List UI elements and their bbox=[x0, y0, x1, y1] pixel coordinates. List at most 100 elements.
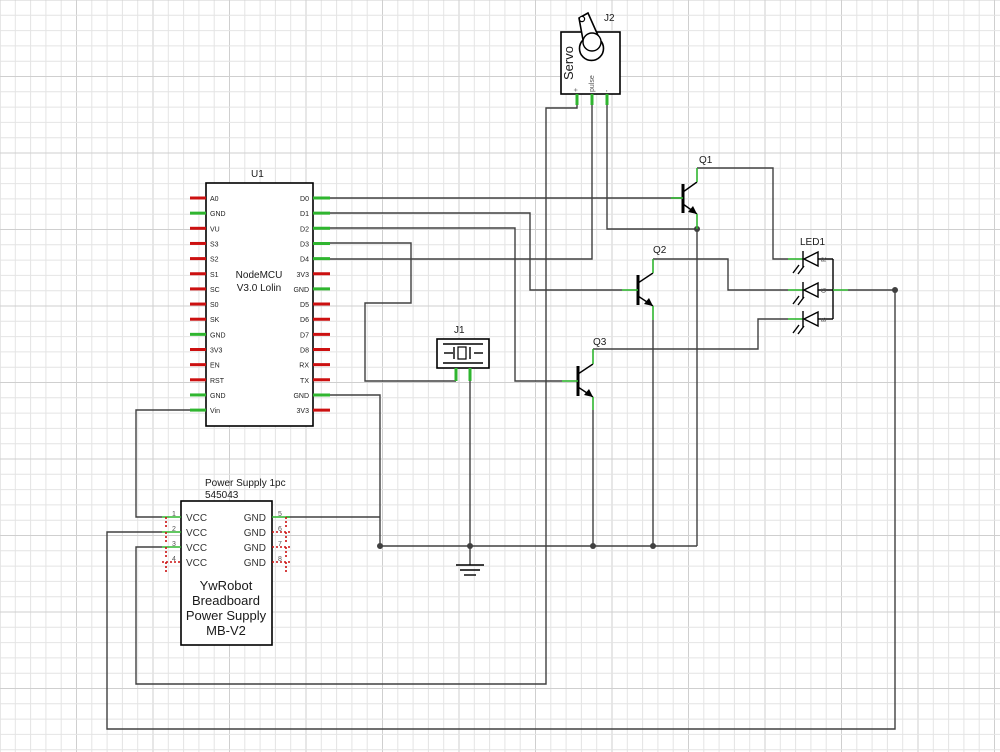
psu-pin-left-label: VCC bbox=[186, 543, 207, 554]
q1-ref: Q1 bbox=[699, 155, 713, 166]
wire-d1-q2[interactable] bbox=[330, 212, 622, 291]
u1-pin-left-label: S0 bbox=[210, 302, 219, 309]
led1-ref: LED1 bbox=[800, 237, 825, 248]
led-emission-icon bbox=[797, 325, 805, 335]
psu-pin-right-number: 7 bbox=[278, 541, 282, 548]
led-emission-icon bbox=[792, 295, 800, 305]
led-r-label: R bbox=[821, 257, 828, 262]
psu-pin-right-label: GND bbox=[244, 558, 266, 569]
wire-q3-led-b[interactable] bbox=[593, 318, 788, 350]
psu-pin-right-number: 5 bbox=[278, 511, 282, 518]
q3-collector-leg bbox=[577, 363, 594, 375]
wire-d2-q3[interactable] bbox=[330, 227, 562, 382]
j1-ref: J1 bbox=[454, 325, 465, 336]
psu-body-line4: MB-V2 bbox=[206, 623, 246, 638]
led-emission-icon bbox=[792, 264, 800, 274]
u1-pin-right-label: D7 bbox=[300, 332, 309, 339]
psu-pin-left-label: VCC bbox=[186, 558, 207, 569]
wire-d4-pulse[interactable] bbox=[330, 105, 593, 260]
wire-servo-plus[interactable] bbox=[135, 105, 578, 685]
servo-j2[interactable]: J2 Servo + pulse - bbox=[560, 11, 621, 105]
q2-arrow-icon bbox=[644, 298, 653, 306]
servo-name: Servo bbox=[561, 46, 576, 80]
u1-pins: A0GNDVUS3S2S1SCS0SKGND3V3ENRSTGNDVinD0D1… bbox=[190, 196, 330, 415]
q1-collector-leg bbox=[682, 181, 698, 193]
u1-pin-left-label: S2 bbox=[210, 257, 219, 264]
junction-dot bbox=[377, 543, 383, 549]
q3-ref: Q3 bbox=[593, 337, 607, 348]
psu-pin-left-number: 4 bbox=[172, 556, 176, 563]
u1-pin-right-label: 3V3 bbox=[297, 272, 310, 279]
junction-dot bbox=[590, 543, 596, 549]
psu-pin-right-number: 6 bbox=[278, 526, 282, 533]
u1-pin-left-label: GND bbox=[210, 332, 226, 339]
led-emission-icon bbox=[797, 265, 805, 275]
wire-d3-j1[interactable] bbox=[330, 242, 456, 382]
u1-pin-right-label: GND bbox=[293, 393, 309, 400]
q1-arrow-icon bbox=[688, 206, 697, 214]
wires bbox=[106, 105, 896, 730]
j2-ref: J2 bbox=[604, 13, 615, 24]
wire-vin-vcc[interactable] bbox=[135, 409, 190, 518]
u1-pin-left-label: Vin bbox=[210, 408, 220, 415]
psu-body-line3: Power Supply bbox=[186, 608, 267, 623]
u1-pin-right-label: GND bbox=[293, 287, 309, 294]
u1-pin-left-label: EN bbox=[210, 363, 220, 370]
led-emission-icon bbox=[792, 324, 800, 334]
u1-pin-right-label: D5 bbox=[300, 302, 309, 309]
u1-pin-left-label: VU bbox=[210, 226, 220, 233]
u1-pin-left-label: GND bbox=[210, 393, 226, 400]
u1-pin-left-label: A0 bbox=[210, 196, 219, 203]
junction-dot bbox=[650, 543, 656, 549]
wire-led-common[interactable] bbox=[106, 289, 896, 730]
wire-q1-led-r[interactable] bbox=[697, 167, 788, 260]
transistor-q3[interactable]: Q3 bbox=[562, 337, 607, 410]
transistor-q1[interactable]: Q1 bbox=[671, 155, 713, 229]
psu-body bbox=[180, 500, 273, 646]
u1-pin-right-label: D1 bbox=[300, 211, 309, 218]
u1-pin-right-label: D2 bbox=[300, 226, 309, 233]
u1-ref: U1 bbox=[251, 169, 264, 180]
rgb-led1[interactable]: LED1 R G B bbox=[788, 237, 848, 335]
u1-pin-right-label: RX bbox=[299, 363, 309, 370]
u1-title-line1: NodeMCU bbox=[236, 270, 283, 281]
servo-hole-icon bbox=[578, 15, 586, 23]
servo-pin-pulse-label: pulse bbox=[589, 75, 596, 92]
psu-pin-left-label: VCC bbox=[186, 528, 207, 539]
psu-label-line2: 545043 bbox=[205, 490, 239, 501]
crystal-j1[interactable]: J1 bbox=[436, 325, 490, 381]
psu-pin-right-label: GND bbox=[244, 543, 266, 554]
psu-pin-right-label: GND bbox=[244, 513, 266, 524]
q2-collector-leg bbox=[637, 272, 654, 284]
ground-icon bbox=[456, 564, 484, 576]
led-b-label: B bbox=[821, 317, 828, 322]
u1-pin-left-label: 3V3 bbox=[210, 348, 223, 355]
u1-pin-left-label: S1 bbox=[210, 272, 219, 279]
wire-u1-gnd[interactable] bbox=[330, 394, 381, 546]
junction-dot bbox=[467, 543, 473, 549]
servo-hub-icon bbox=[582, 32, 602, 52]
psu-pin-left-number: 1 bbox=[172, 511, 176, 518]
u1-pin-right-label: D3 bbox=[300, 241, 309, 248]
psu-pin-right-label: GND bbox=[244, 528, 266, 539]
u1-pin-left-label: SC bbox=[210, 287, 220, 294]
servo-pin-minus-label: - bbox=[604, 89, 611, 92]
psu-pin-right-number: 8 bbox=[278, 556, 282, 563]
u1-pin-right-label: D0 bbox=[300, 196, 309, 203]
wire-q2-led-g[interactable] bbox=[653, 258, 788, 291]
u1-title-line2: V3.0 Lolin bbox=[237, 283, 281, 294]
u1-pin-right-label: 3V3 bbox=[297, 408, 310, 415]
transistor-q2[interactable]: Q2 bbox=[622, 245, 667, 320]
nodemcu-u1[interactable]: U1 A0GNDVUS3S2S1SCS0SKGND3V3ENRSTGNDVinD… bbox=[190, 169, 330, 427]
wire-servo-minus[interactable] bbox=[606, 105, 697, 230]
u1-pin-left-label: GND bbox=[210, 211, 226, 218]
q3-arrow-icon bbox=[584, 389, 593, 397]
u1-pin-right-label: D6 bbox=[300, 317, 309, 324]
psu-label-line1: Power Supply 1pc bbox=[205, 478, 286, 489]
psu-pin-left-label: VCC bbox=[186, 513, 207, 524]
u1-pin-right-label: D4 bbox=[300, 257, 309, 264]
